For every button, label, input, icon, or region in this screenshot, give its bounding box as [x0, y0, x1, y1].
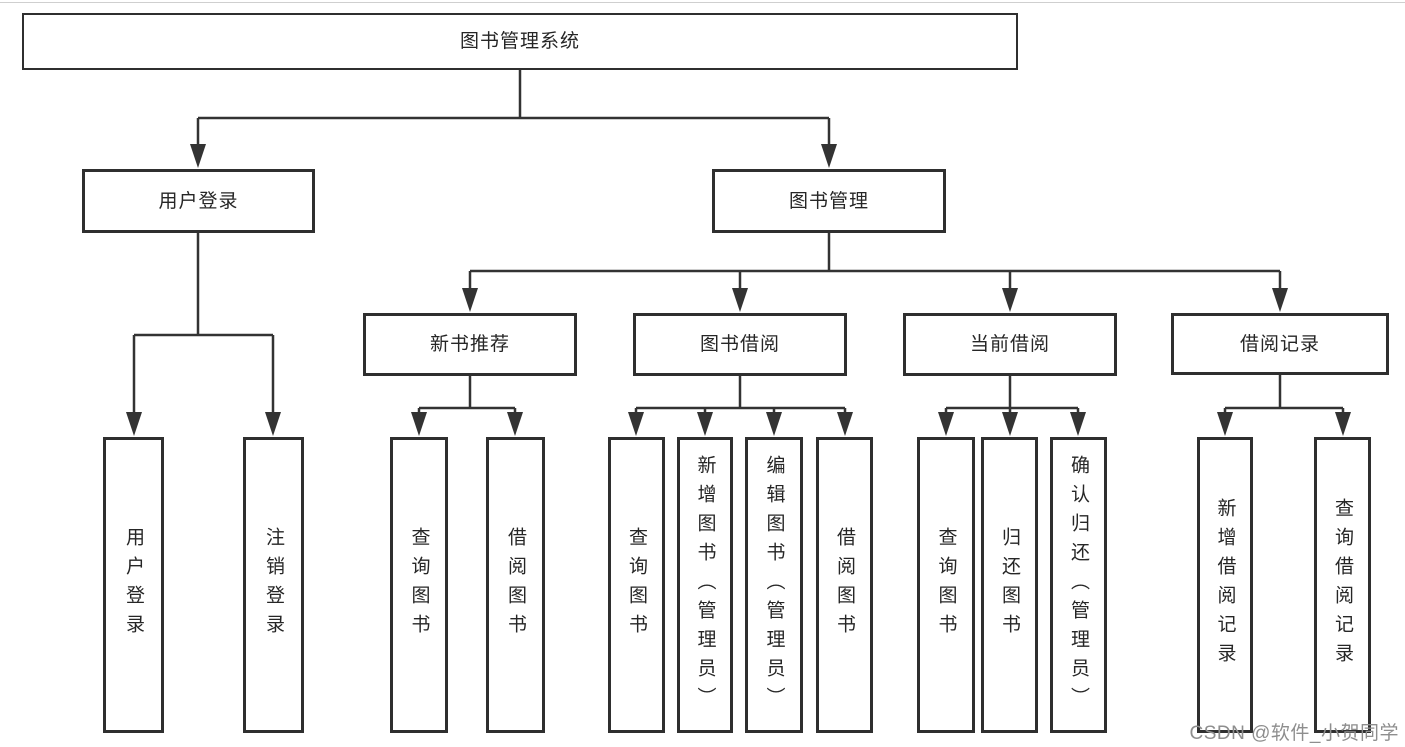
arrow-head [697, 412, 713, 436]
leaf-borrow-book-recommend: 借阅图书 [486, 437, 545, 733]
leaf-logout: 注销登录 [243, 437, 304, 733]
page-top-border [0, 2, 1405, 3]
connector-borrow-record [1217, 375, 1351, 436]
arrow-head [265, 412, 281, 436]
arrow-head [938, 412, 954, 436]
leaf-query-book-borrow: 查询图书 [608, 437, 665, 733]
arrow-head [462, 288, 478, 312]
connector-book-borrow [628, 376, 853, 436]
node-system-root: 图书管理系统 [22, 13, 1018, 70]
leaf-edit-book-admin: 编辑图书（管理员） [745, 437, 803, 733]
arrow-head [1002, 288, 1018, 312]
leaf-add-book-admin: 新增图书（管理员） [677, 437, 733, 733]
arrow-head [507, 412, 523, 436]
connector-book-mgmt [462, 233, 1288, 312]
connector-current-borrow [938, 376, 1086, 436]
node-borrow-record: 借阅记录 [1171, 313, 1389, 375]
connector-new-book-rec [411, 376, 523, 436]
connector-user-login [126, 233, 281, 436]
arrow-head [1217, 412, 1233, 436]
node-book-borrow: 图书借阅 [633, 313, 847, 376]
watermark: CSDN @软件_小贺同学 [1189, 723, 1399, 744]
leaf-query-book-current: 查询图书 [917, 437, 975, 733]
arrow-head [628, 412, 644, 436]
node-new-book-recommend: 新书推荐 [363, 313, 577, 376]
leaf-return-book: 归还图书 [981, 437, 1038, 733]
arrow-head [1335, 412, 1351, 436]
arrow-head [821, 144, 837, 168]
arrow-head [837, 412, 853, 436]
node-user-login: 用户登录 [82, 169, 315, 233]
arrow-head [190, 144, 206, 168]
node-current-borrow: 当前借阅 [903, 313, 1117, 376]
leaf-user-login: 用户登录 [103, 437, 164, 733]
connector-root [190, 70, 837, 168]
arrow-head [766, 412, 782, 436]
leaf-confirm-return-admin: 确认归还（管理员） [1050, 437, 1107, 733]
arrow-head [126, 412, 142, 436]
leaf-query-borrow-record: 查询借阅记录 [1314, 437, 1371, 733]
node-book-management: 图书管理 [712, 169, 946, 233]
arrow-head [732, 288, 748, 312]
leaf-borrow-book-borrow: 借阅图书 [816, 437, 873, 733]
leaf-query-book-recommend: 查询图书 [390, 437, 448, 733]
arrow-head [1272, 288, 1288, 312]
leaf-add-borrow-record: 新增借阅记录 [1197, 437, 1253, 733]
arrow-head [1070, 412, 1086, 436]
arrow-head [1002, 412, 1018, 436]
arrow-head [411, 412, 427, 436]
